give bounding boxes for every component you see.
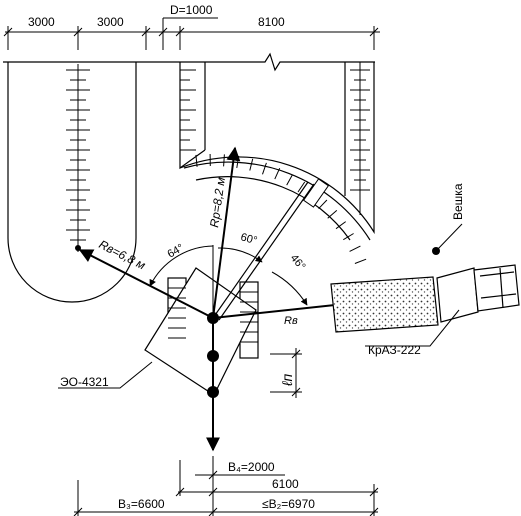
angle-arcs [149, 245, 308, 306]
arc-60 [217, 247, 263, 263]
arc-tick [223, 154, 225, 167]
face-arc-ticks [195, 153, 367, 264]
arc-tick [249, 158, 254, 171]
arc-tick [354, 258, 367, 264]
dim-6100: 6100 [272, 477, 299, 491]
lp-label: ℓп [279, 373, 295, 387]
rp-arrow-up [212, 146, 241, 319]
dim-8100: 8100 [258, 15, 285, 29]
dim-b4: B₄=2000 [228, 460, 275, 474]
boom-line-2 [218, 183, 315, 321]
arc-tick [286, 174, 293, 186]
top-dimension-line [3, 17, 380, 50]
angle-60-label: 60° [239, 231, 258, 247]
rv-radius-label: Rв=6,8 м [97, 237, 148, 272]
kraz-leader [365, 309, 460, 347]
right-wall-ticks [350, 62, 370, 215]
radial-lines [78, 146, 384, 452]
kraz-label: КрАЗ-222 [368, 343, 421, 357]
excavator-pivot-point [207, 312, 219, 324]
bench-edge [3, 52, 375, 72]
arc-tick [343, 233, 354, 241]
arc-tick [274, 167, 281, 180]
bottom-dimensions [73, 456, 379, 516]
excavator-cab [144, 267, 257, 396]
left-trench-slope-ticks [66, 64, 90, 252]
rb-radius-label: Rв [284, 315, 298, 327]
arc-tick [327, 210, 338, 219]
dim-3000-mid: 3000 [97, 15, 124, 29]
eo-leader [58, 361, 153, 389]
arc-tick [262, 162, 267, 175]
track-ticks [168, 287, 258, 343]
veshka-leader [435, 223, 463, 252]
left-trench [7, 62, 137, 303]
arc-64 [149, 245, 214, 287]
veshka-label: Вешка [451, 183, 465, 220]
truck-body-load [330, 276, 439, 333]
angle-46-label: 46° [288, 252, 308, 272]
arc-tick [195, 154, 198, 167]
arc-tick [335, 221, 346, 230]
truck-front [473, 264, 520, 312]
dump-truck [330, 264, 520, 333]
arc-tick [349, 245, 361, 252]
arc-tick [318, 199, 328, 210]
dim-3000-left: 3000 [28, 15, 55, 29]
arc-tick [297, 181, 306, 193]
boom-line-1 [212, 181, 309, 319]
lp-dimension [270, 348, 302, 398]
face-arc-band [183, 161, 371, 241]
truck-cab [436, 267, 479, 323]
dim-b3: B₃=6600 [118, 497, 165, 511]
dim-bz: ≤B₂=6970 [262, 497, 315, 511]
rv-arrow-left [78, 249, 214, 319]
middle-left-wall-ticks [180, 69, 196, 151]
bucket-head [302, 178, 330, 208]
arc-46 [271, 271, 308, 306]
eo-label: ЭО-4321 [60, 375, 109, 389]
position-point-2 [207, 350, 219, 362]
angle-64-label: 64° [166, 242, 186, 261]
position-point-3 [207, 386, 219, 398]
rp-radius-label: Rр=8,2 м [207, 176, 228, 228]
dim-d1000: D=1000 [170, 3, 213, 17]
